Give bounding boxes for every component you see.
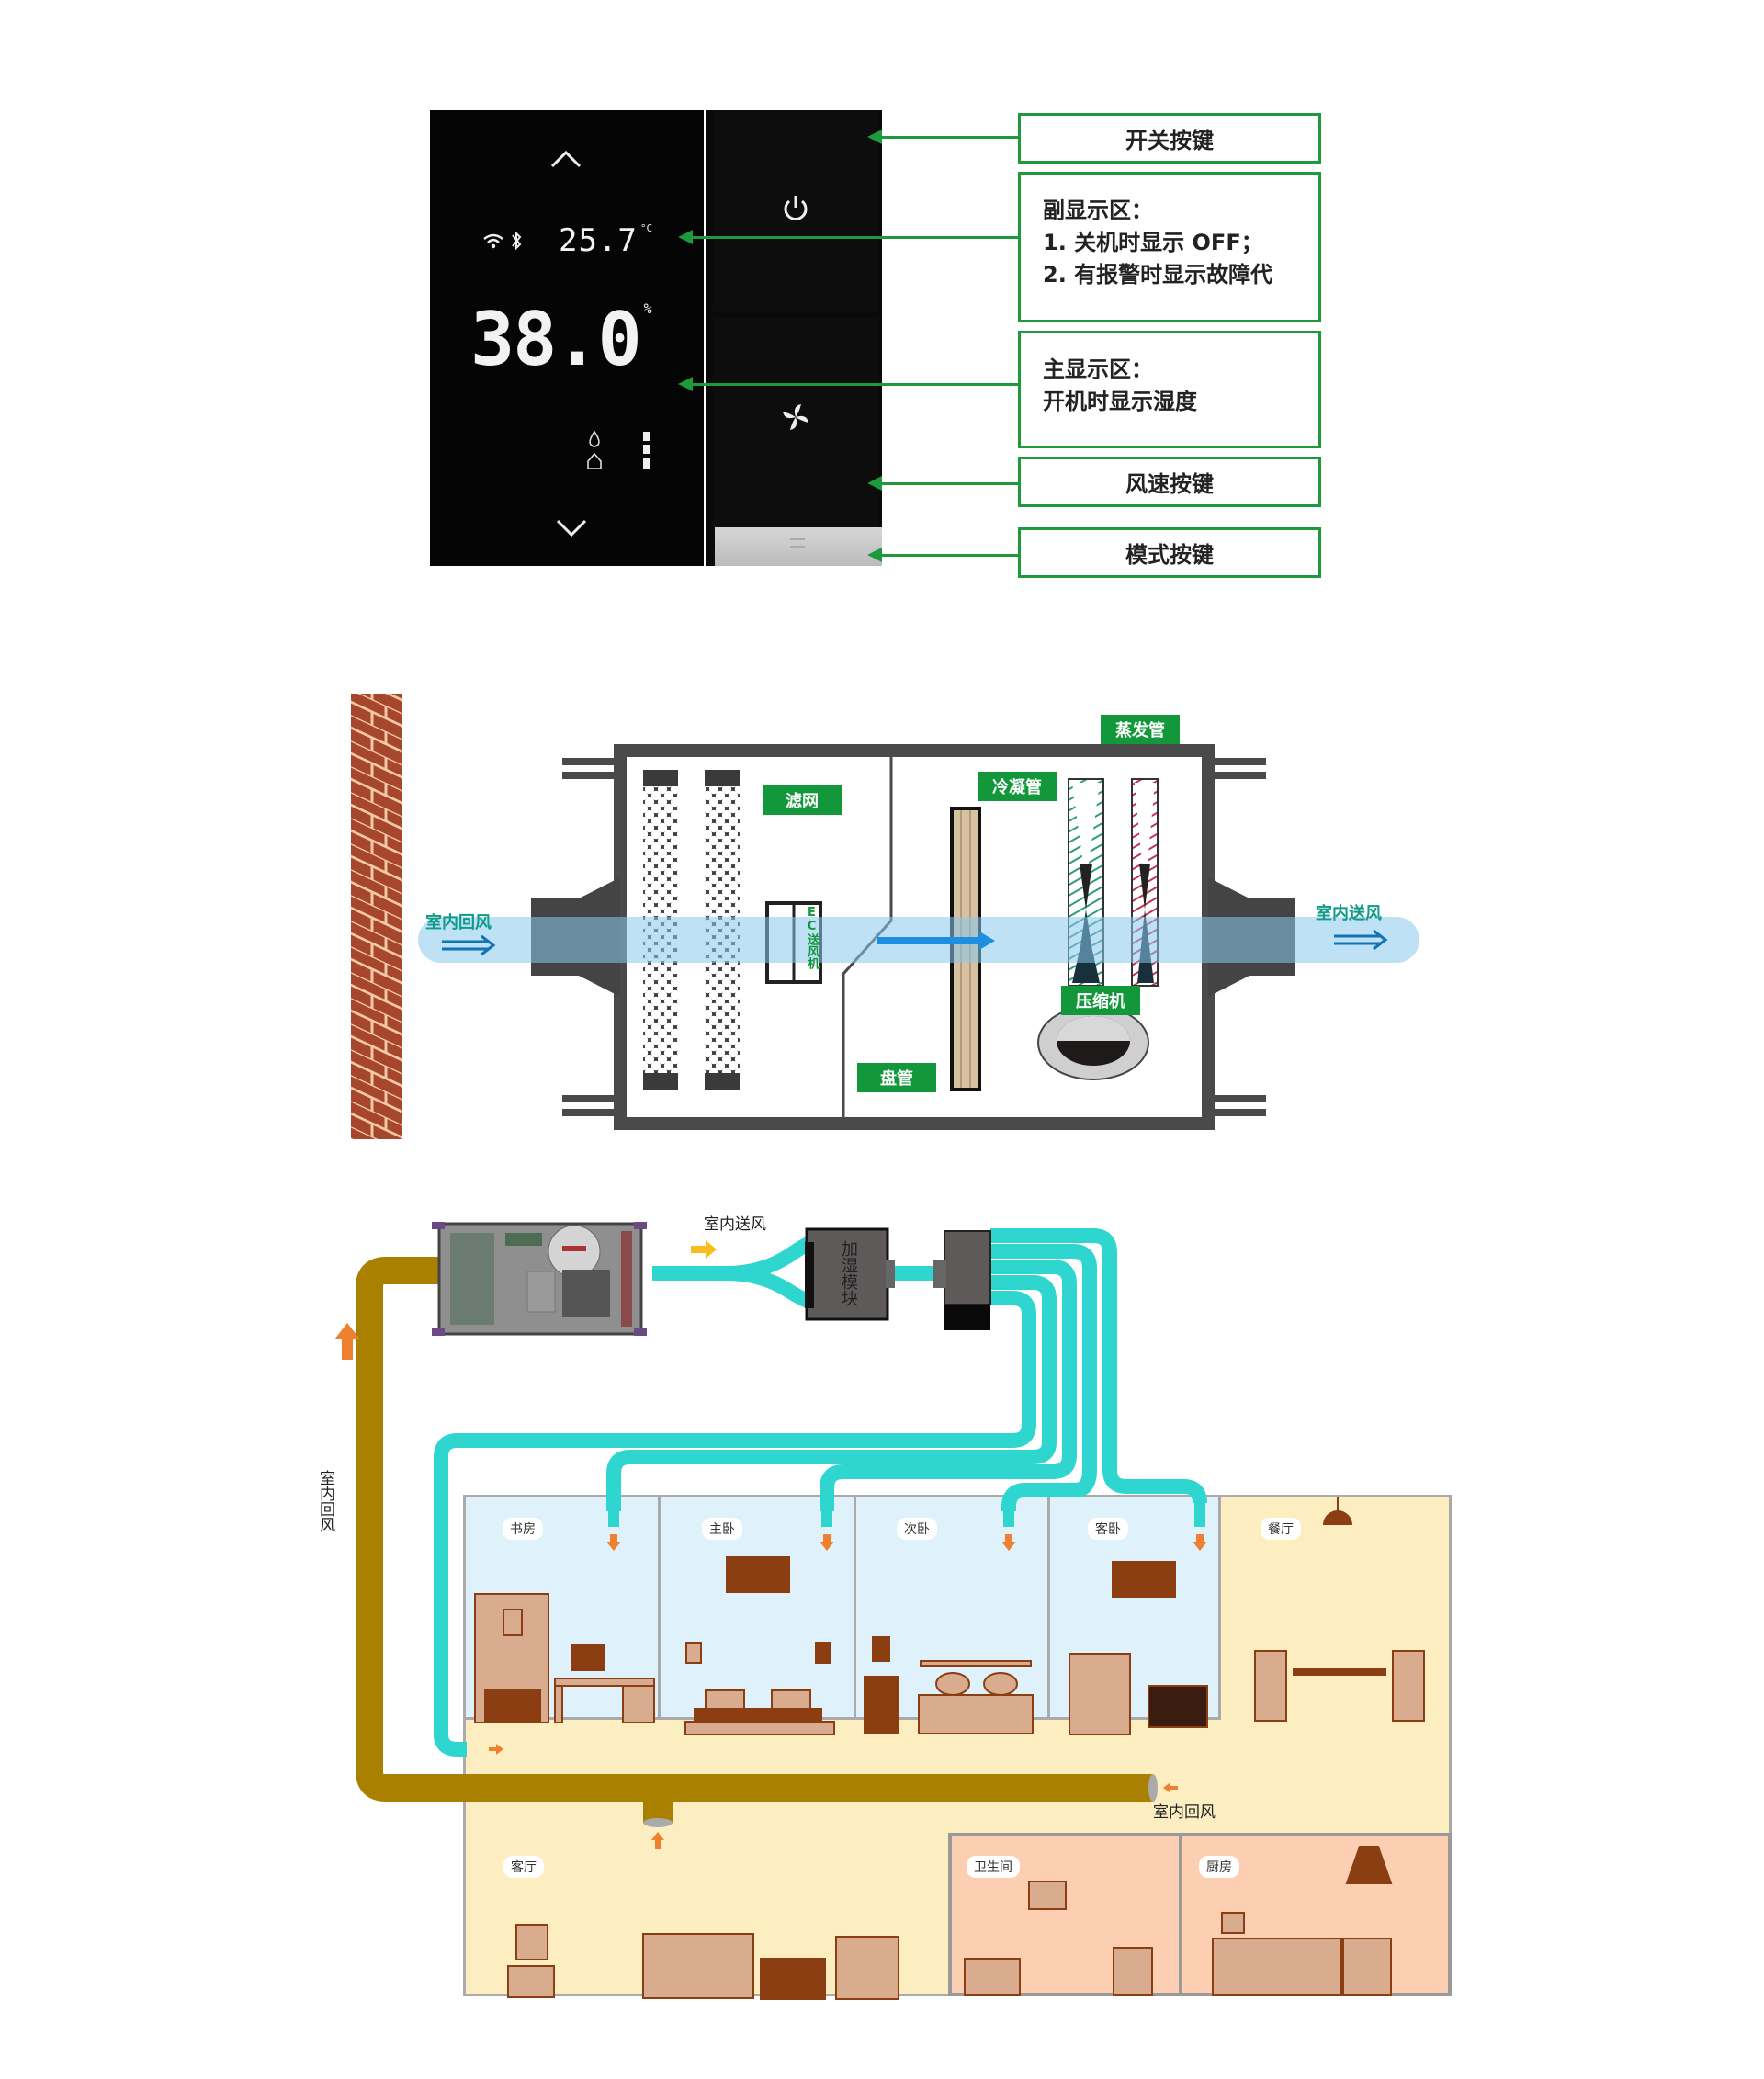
room-label-bathroom: 卫生间 xyxy=(967,1856,1020,1878)
master-bedroom-furniture xyxy=(684,1556,835,1735)
return-air-duct xyxy=(356,1257,1153,1802)
room-label-study: 书房 xyxy=(503,1518,543,1540)
callout-line-fan xyxy=(882,482,1018,485)
callout-main-line1: 开机时显示湿度 xyxy=(1043,389,1197,414)
arrow-head xyxy=(867,548,882,562)
callout-line-secondary xyxy=(693,236,1018,239)
distribution-box xyxy=(933,1230,991,1330)
fan-level-bar xyxy=(643,458,650,469)
fan-level-bar xyxy=(643,432,650,441)
living-room-furniture xyxy=(507,1924,899,2000)
mode-icon xyxy=(790,538,805,540)
mounting-flanges xyxy=(562,758,1266,1116)
guest-bedroom-furniture xyxy=(1069,1561,1208,1735)
label-return-air: 室内回风 xyxy=(425,913,492,932)
callout-line-power xyxy=(882,136,1018,139)
room-label-dining-room: 餐厅 xyxy=(1261,1518,1301,1540)
fan-speed-key[interactable] xyxy=(713,318,878,529)
label-filter: 滤网 xyxy=(763,785,842,815)
chevron-down-icon[interactable] xyxy=(555,518,588,538)
room-label-second-bedroom: 次卧 xyxy=(897,1518,937,1540)
temperature-unit: °C xyxy=(639,222,653,234)
room-divider xyxy=(658,1495,661,1720)
dehumidifier-cross-section xyxy=(351,694,1419,1139)
power-key[interactable] xyxy=(713,110,878,311)
bluetooth-icon xyxy=(512,231,522,251)
arrow-head xyxy=(678,230,693,244)
label-return-air-bottom: 室内回风 xyxy=(1153,1803,1216,1822)
second-bedroom-furniture xyxy=(864,1636,1034,1734)
label-supply-air-top: 室内送风 xyxy=(704,1215,766,1234)
pendant-lamp-icon xyxy=(1323,1510,1352,1525)
callout-line-mode xyxy=(882,554,1018,557)
duct-layout-diagram xyxy=(334,1222,1425,2000)
room-divider xyxy=(854,1495,856,1720)
room-label-kitchen: 厨房 xyxy=(1199,1856,1239,1878)
room-label-living-room: 客厅 xyxy=(503,1856,544,1878)
label-coil: 盘管 xyxy=(857,1063,936,1092)
label-evaporator: 蒸发管 xyxy=(1101,715,1180,744)
room-label-master-bedroom: 主卧 xyxy=(702,1518,742,1540)
dehumidify-mode-icon xyxy=(587,430,602,469)
dehumidifier-unit xyxy=(432,1222,647,1336)
bathroom-furniture xyxy=(964,1881,1153,1996)
arrow-head xyxy=(678,377,693,391)
callout-secondary-line2: 2. 有报警时显示故障代 xyxy=(1043,262,1273,288)
fan-icon xyxy=(783,404,808,430)
callout-secondary-title: 副显示区： xyxy=(1043,198,1153,223)
arrow-head xyxy=(867,130,882,144)
dining-furniture xyxy=(1254,1650,1425,1722)
callout-mode-key: 模式按键 xyxy=(1018,527,1321,578)
callout-power-key: 开关按键 xyxy=(1018,113,1321,164)
room-divider xyxy=(1179,1833,1182,1996)
label-humidifier-module: 加湿模块 xyxy=(839,1240,858,1306)
wifi-icon xyxy=(483,233,503,249)
callout-line-main xyxy=(693,383,1018,386)
label-supply-air: 室内送风 xyxy=(1316,904,1382,923)
callout-main-title: 主显示区： xyxy=(1043,356,1153,382)
study-furniture xyxy=(474,1593,655,1723)
callout-main-display: 主显示区： 开机时显示湿度 xyxy=(1018,331,1321,448)
chevron-up-icon[interactable] xyxy=(549,149,582,169)
thermostat-button-panel xyxy=(706,110,882,566)
main-display-humidity: 38.0 xyxy=(470,297,642,382)
room-divider xyxy=(1047,1495,1050,1720)
supply-outlets xyxy=(608,1497,1205,1527)
humidifier-module xyxy=(805,1227,895,1321)
label-ec-fan: EC送风机 xyxy=(805,906,819,969)
secondary-display: 25.7 °C xyxy=(559,222,652,259)
humidity-unit: % xyxy=(643,300,652,317)
brick-wall xyxy=(351,694,402,1139)
room-label-guest-bedroom: 客卧 xyxy=(1088,1518,1128,1540)
main-display: 38.0 % xyxy=(470,294,652,386)
label-return-air-vertical: 室内回风 xyxy=(316,1470,334,1532)
callout-secondary-line1: 1. 关机时显示 OFF； xyxy=(1043,230,1263,255)
mode-key[interactable] xyxy=(715,527,882,566)
supply-outlet-arrows xyxy=(334,1240,1207,1849)
condenser-tube xyxy=(1068,778,1104,987)
callout-fan-key: 风速按键 xyxy=(1018,457,1321,507)
arrow-head xyxy=(867,476,882,491)
label-condenser: 冷凝管 xyxy=(978,772,1057,801)
label-compressor: 压缩机 xyxy=(1061,986,1140,1015)
power-icon xyxy=(784,196,808,220)
fan-level-bar xyxy=(643,445,650,454)
supply-air-arrow xyxy=(1334,929,1388,951)
secondary-display-temperature: 25.7 xyxy=(559,222,638,259)
mode-icon-line xyxy=(790,546,805,548)
thermostat-display-panel: 25.7 °C 38.0 % xyxy=(430,110,704,566)
kitchen-furniture xyxy=(1212,1846,1393,1996)
callout-secondary-display: 副显示区： 1. 关机时显示 OFF； 2. 有报警时显示故障代 xyxy=(1018,172,1321,322)
return-air-arrow xyxy=(442,934,496,956)
